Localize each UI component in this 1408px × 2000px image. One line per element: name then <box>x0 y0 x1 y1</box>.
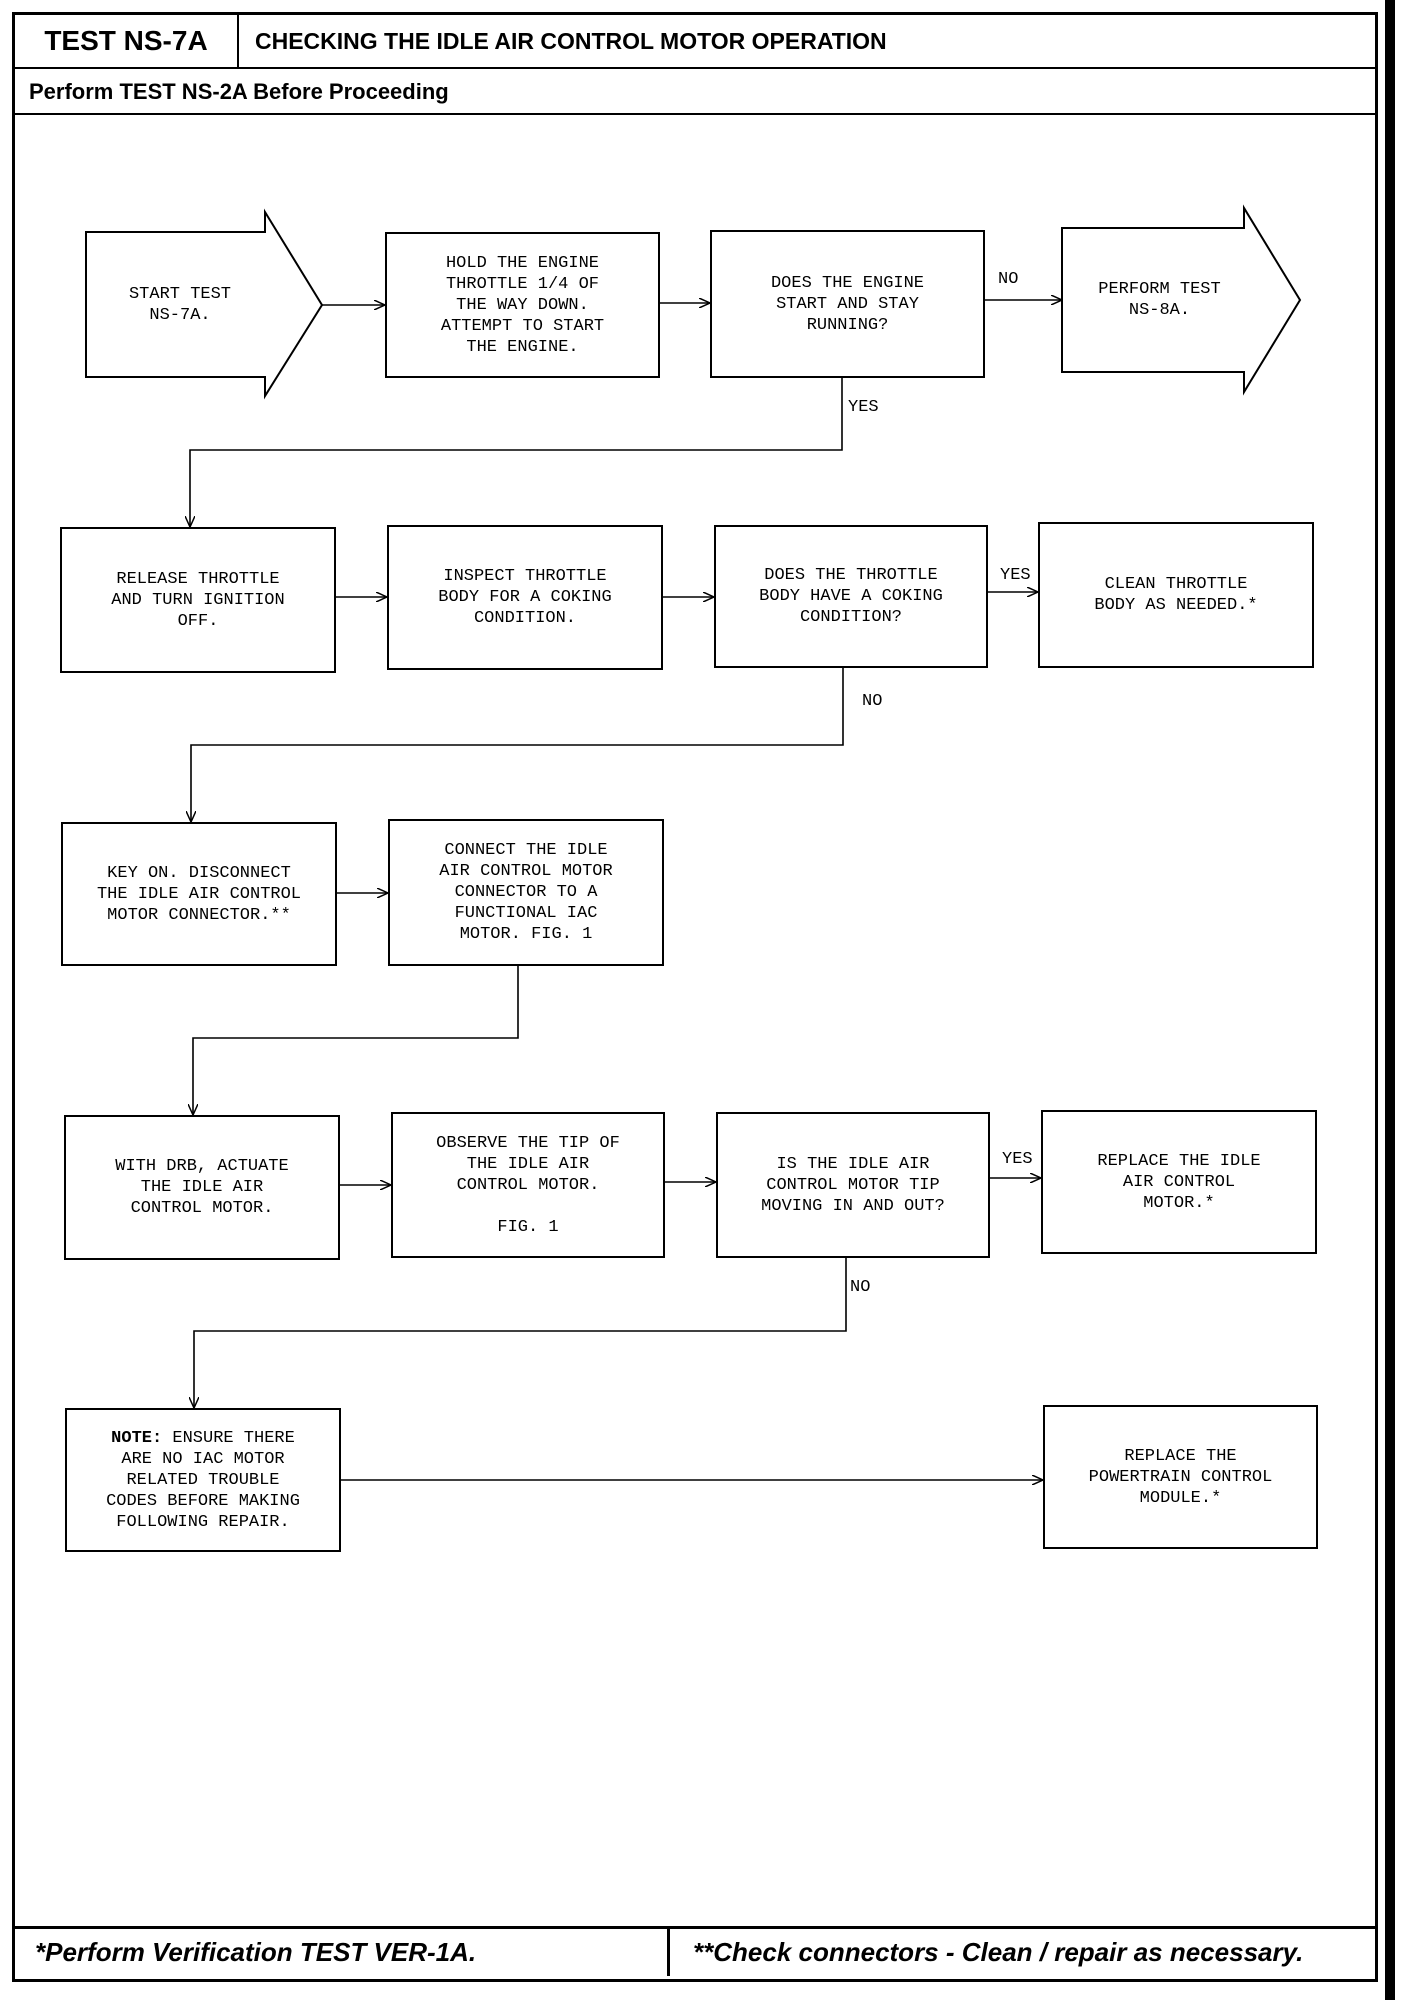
no-label: NO <box>862 692 883 711</box>
hold-throttle-step: HOLD THE ENGINE THROTTLE 1/4 OF THE WAY … <box>385 232 660 378</box>
footer-verification-note: *Perform Verification TEST VER-1A. <box>15 1929 670 1976</box>
test-header: TEST NS-7A CHECKING THE IDLE AIR CONTROL… <box>15 15 1375 69</box>
yes-label: YES <box>1000 566 1031 585</box>
no-label: NO <box>998 270 1019 289</box>
page-edge-bar <box>1385 0 1395 2000</box>
perform-ns8a-arrow-shape <box>1061 204 1302 396</box>
test-page: TEST NS-7A CHECKING THE IDLE AIR CONTROL… <box>12 12 1378 1982</box>
connect-iac-step: CONNECT THE IDLE AIR CONTROL MOTOR CONNE… <box>388 819 664 966</box>
test-title: CHECKING THE IDLE AIR CONTROL MOTOR OPER… <box>255 28 887 54</box>
note-step: NOTE: ENSURE THERE ARE NO IAC MOTOR RELA… <box>65 1408 341 1552</box>
release-throttle-step: RELEASE THROTTLE AND TURN IGNITION OFF. <box>60 527 336 673</box>
replace-pcm-step: REPLACE THE POWERTRAIN CONTROL MODULE.* <box>1043 1405 1318 1549</box>
yes-label: YES <box>1002 1150 1033 1169</box>
footer-connector-note: **Check connectors - Clean / repair as n… <box>693 1937 1304 1967</box>
coking-question: DOES THE THROTTLE BODY HAVE A COKING CON… <box>714 525 988 668</box>
start-test-step: START TEST NS-7A. <box>128 284 232 325</box>
note-label: NOTE: <box>111 1428 163 1448</box>
replace-iac-step: REPLACE THE IDLE AIR CONTROL MOTOR.* <box>1041 1110 1317 1254</box>
inspect-throttle-step: INSPECT THROTTLE BODY FOR A COKING CONDI… <box>387 525 663 670</box>
no-label: NO <box>850 1278 871 1297</box>
clean-throttle-step: CLEAN THROTTLE BODY AS NEEDED.* <box>1038 522 1314 668</box>
prerequisite-note: Perform TEST NS-2A Before Proceeding <box>15 69 1375 115</box>
actuate-iac-step: WITH DRB, ACTUATE THE IDLE AIR CONTROL M… <box>64 1115 340 1260</box>
tip-question: IS THE IDLE AIR CONTROL MOTOR TIP MOVING… <box>716 1112 990 1258</box>
note-text: ENSURE THERE ARE NO IAC MOTOR RELATED TR… <box>106 1428 300 1532</box>
observe-tip-step: OBSERVE THE TIP OF THE IDLE AIR CONTROL … <box>391 1112 665 1258</box>
footer: *Perform Verification TEST VER-1A. **Che… <box>15 1926 1375 1979</box>
test-id: TEST NS-7A <box>15 15 239 67</box>
yes-label: YES <box>848 398 879 417</box>
perform-ns8a-step: PERFORM TEST NS-8A. <box>1098 280 1221 320</box>
engine-start-question: DOES THE ENGINE START AND STAY RUNNING? <box>710 230 985 378</box>
key-on-step: KEY ON. DISCONNECT THE IDLE AIR CONTROL … <box>61 822 337 966</box>
start-arrow-shape <box>85 208 324 400</box>
